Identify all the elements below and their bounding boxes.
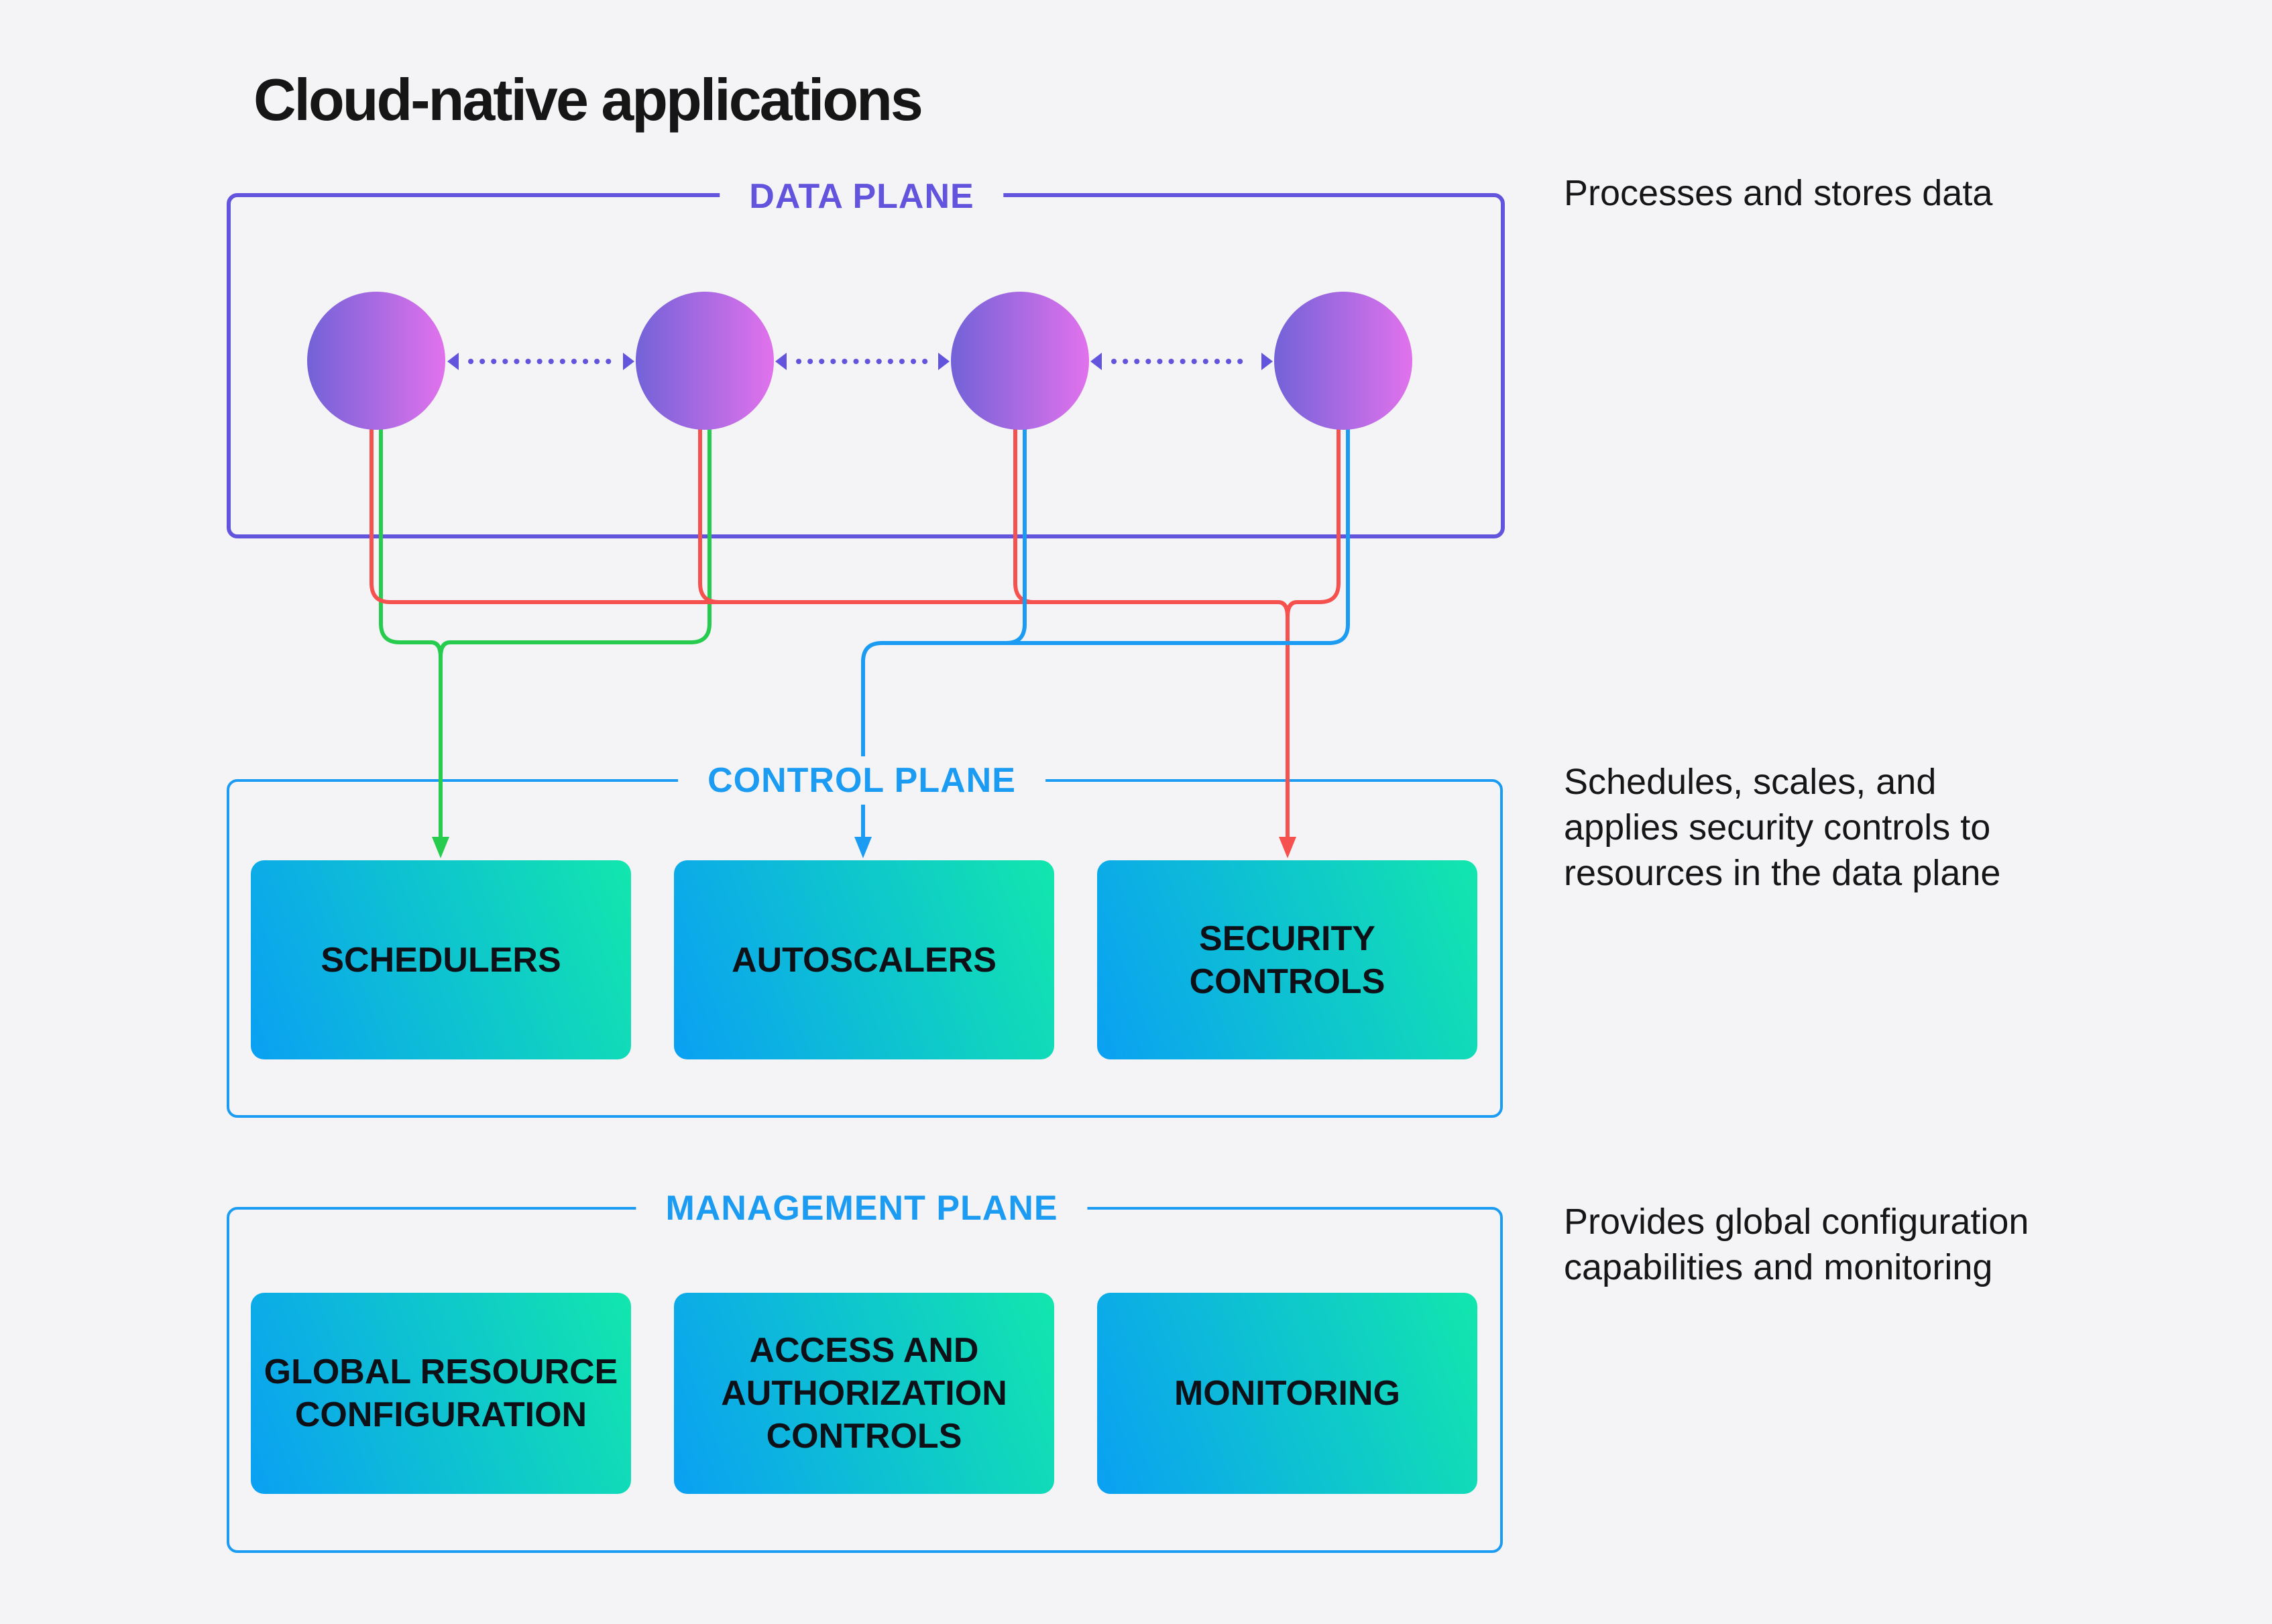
arrowhead-down-icon — [854, 837, 872, 858]
arrowhead-left-icon — [447, 353, 459, 370]
arrowhead-down-icon — [1279, 837, 1296, 858]
monitoring-box: MONITORING — [1097, 1293, 1477, 1494]
security-controls-box: SECURITY CONTROLS — [1097, 860, 1477, 1059]
arrowhead-left-icon — [1090, 353, 1102, 370]
scheduler-links — [379, 429, 712, 858]
access-authorization-controls-box: ACCESS AND AUTHORIZATION CONTROLS — [674, 1293, 1054, 1494]
arrowhead-right-icon — [1261, 353, 1273, 370]
access-authorization-controls-label: ACCESS AND AUTHORIZATION CONTROLS — [721, 1331, 1007, 1456]
data-plane-node-3 — [951, 292, 1089, 430]
data-plane-node-1 — [307, 292, 445, 430]
control-plane-label: CONTROL PLANE — [678, 756, 1045, 805]
page-title: Cloud-native applications — [253, 66, 923, 133]
arrowhead-right-icon — [938, 353, 950, 370]
data-plane-node-4 — [1274, 292, 1412, 430]
monitoring-box-label: MONITORING — [1174, 1374, 1401, 1413]
control-plane-annotation: Schedules, scales, and applies security … — [1564, 762, 2001, 893]
security-controls-box-label: SECURITY CONTROLS — [1189, 919, 1385, 1001]
arrowhead-down-icon — [432, 837, 449, 858]
autoscalers-box: AUTOSCALERS — [674, 860, 1054, 1059]
arrowhead-left-icon — [775, 353, 787, 370]
schedulers-box-label: SCHEDULERS — [321, 940, 561, 980]
node-peer-arrows — [447, 353, 1273, 370]
security-links — [370, 429, 1341, 858]
management-plane-annotation: Provides global configuration capabiliti… — [1564, 1202, 2029, 1287]
data-plane-annotation: Processes and stores data — [1564, 173, 1993, 213]
autoscalers-box-label: AUTOSCALERS — [732, 940, 997, 980]
management-plane-label: MANAGEMENT PLANE — [636, 1184, 1088, 1232]
arrowhead-right-icon — [623, 353, 634, 370]
global-resource-configuration-box: GLOBAL RESOURCE CONFIGURATION — [251, 1293, 631, 1494]
data-plane-node-2 — [636, 292, 774, 430]
global-resource-configuration-label: GLOBAL RESOURCE CONFIGURATION — [264, 1352, 618, 1434]
schedulers-box: SCHEDULERS — [251, 860, 631, 1059]
autoscaler-links — [854, 429, 1350, 858]
data-plane-label: DATA PLANE — [720, 172, 1004, 221]
